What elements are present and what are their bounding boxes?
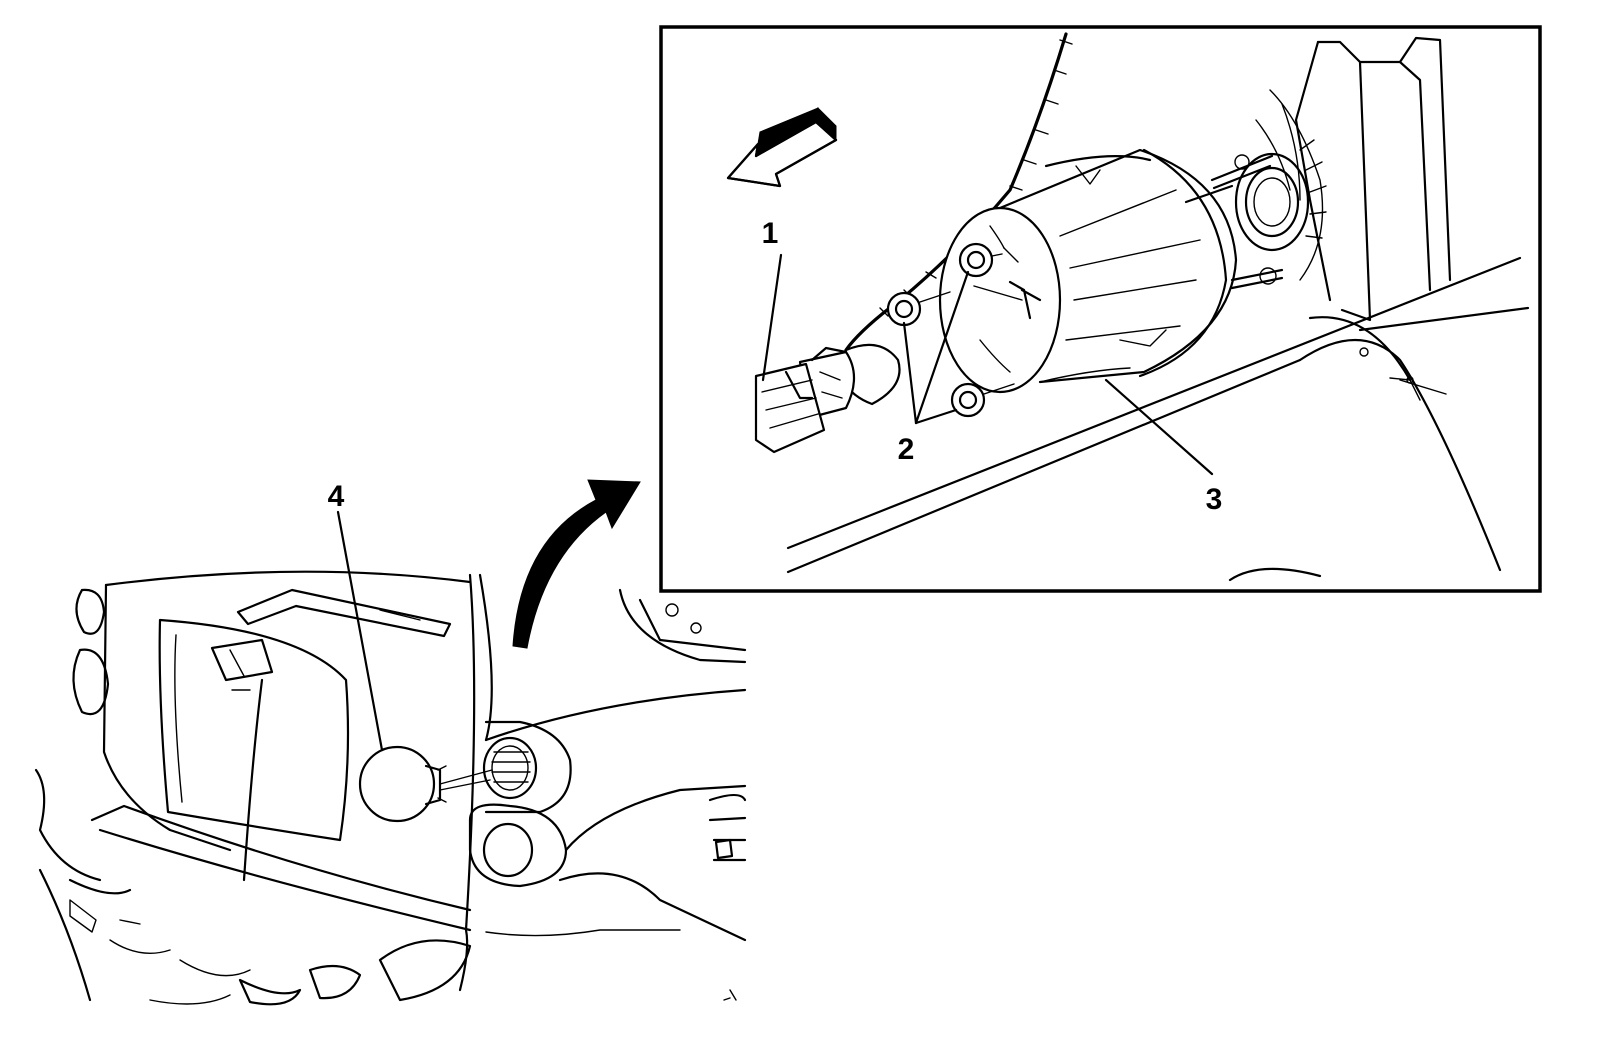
curved-transition-arrow-icon [512,479,641,649]
callout-3-label: 3 [1206,483,1223,516]
callout-2-leader-b [914,270,970,425]
detail-inset-content [754,32,1530,582]
callout-2-leader-a [902,321,918,425]
callout-2-leader-c [914,408,958,425]
bulb-and-socket [754,343,901,454]
callout-1-label: 1 [762,217,779,250]
callout-2-label: 2 [898,433,915,466]
forward-direction-arrow-icon [726,106,838,188]
callout-3-leader [1104,378,1214,476]
vehicle-rear-overview [34,570,747,1006]
callout-4-leader [336,510,384,752]
callout-4-label: 4 [328,480,345,513]
nut-lower [950,382,1015,418]
nut-upper [958,242,1003,278]
detail-inset-frame [659,25,1542,593]
callout-1-leader [761,253,783,382]
